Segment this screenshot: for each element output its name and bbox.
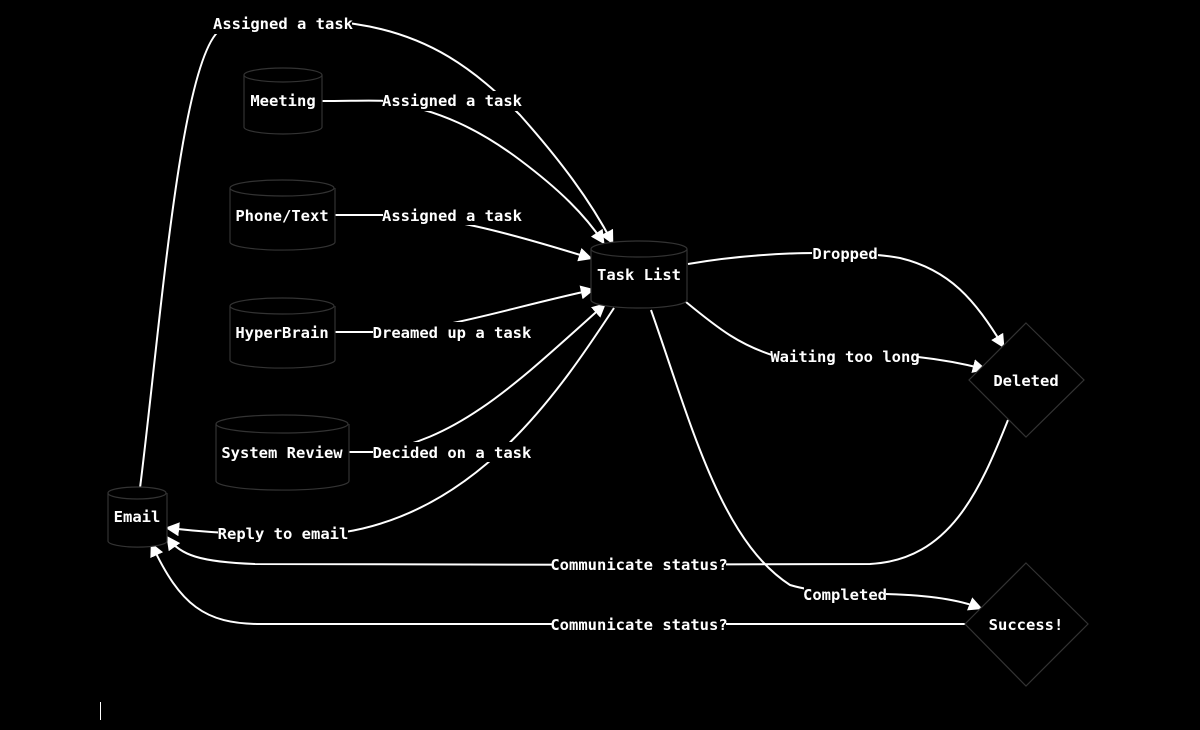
edge-label-meeting-to-task: Assigned a task [382, 91, 523, 111]
edge-label-email-to-task: Assigned a task [213, 14, 354, 34]
node-email: Email [107, 486, 168, 548]
svg-text:Completed: Completed [803, 586, 887, 604]
edge-meeting-to-task [321, 99, 605, 245]
svg-text:Assigned a task: Assigned a task [382, 207, 523, 225]
edge-task-dropped [687, 251, 1005, 349]
svg-text:Reply to email: Reply to email [218, 525, 349, 543]
edge-label-task-waiting: Waiting too long [770, 346, 920, 366]
svg-text:Communicate status?: Communicate status? [550, 616, 727, 634]
edge-label-phone-to-task: Assigned a task [382, 205, 523, 225]
node-system-review: System Review [215, 414, 350, 491]
text-cursor [100, 702, 101, 720]
edge-label-review-to-task: Decided on a task [373, 442, 532, 462]
node-email-label: Email [114, 508, 161, 526]
svg-text:Decided on a task: Decided on a task [373, 444, 532, 462]
node-task-list-label: Task List [597, 266, 681, 284]
svg-text:Communicate status?: Communicate status? [550, 556, 727, 574]
edge-success-to-email [150, 542, 967, 626]
node-meeting: Meeting [243, 67, 323, 135]
node-hyperbrain-label: HyperBrain [235, 324, 328, 342]
svg-text:Assigned a task: Assigned a task [213, 15, 354, 33]
svg-text:Waiting too long: Waiting too long [770, 348, 919, 366]
edge-label-task-dropped: Dropped [812, 243, 878, 263]
edge-label-deleted-to-email: Communicate status? [550, 554, 728, 574]
svg-text:Dreamed up a task: Dreamed up a task [373, 324, 532, 342]
edge-review-to-task [349, 303, 607, 453]
node-phone-text: Phone/Text [229, 179, 336, 251]
node-deleted: Deleted [968, 322, 1085, 438]
edge-label-task-to-email: Reply to email [218, 523, 349, 543]
node-meeting-label: Meeting [250, 92, 315, 110]
node-deleted-label: Deleted [993, 372, 1058, 390]
edge-email-to-task [139, 17, 614, 489]
node-system-review-label: System Review [221, 444, 343, 462]
node-success-label: Success! [989, 616, 1064, 634]
svg-text:Dropped: Dropped [812, 245, 877, 263]
node-phone-text-label: Phone/Text [235, 207, 328, 225]
edge-label-hyperbrain-to-task: Dreamed up a task [373, 322, 532, 342]
node-task-list: Task List [590, 240, 688, 309]
node-hyperbrain: HyperBrain [229, 297, 336, 369]
edge-label-task-completed: Completed [803, 584, 887, 604]
node-success: Success! [964, 562, 1089, 687]
edge-label-success-to-email: Communicate status? [550, 614, 728, 634]
svg-text:Assigned a task: Assigned a task [382, 92, 523, 110]
edge-task-completed [650, 309, 983, 611]
